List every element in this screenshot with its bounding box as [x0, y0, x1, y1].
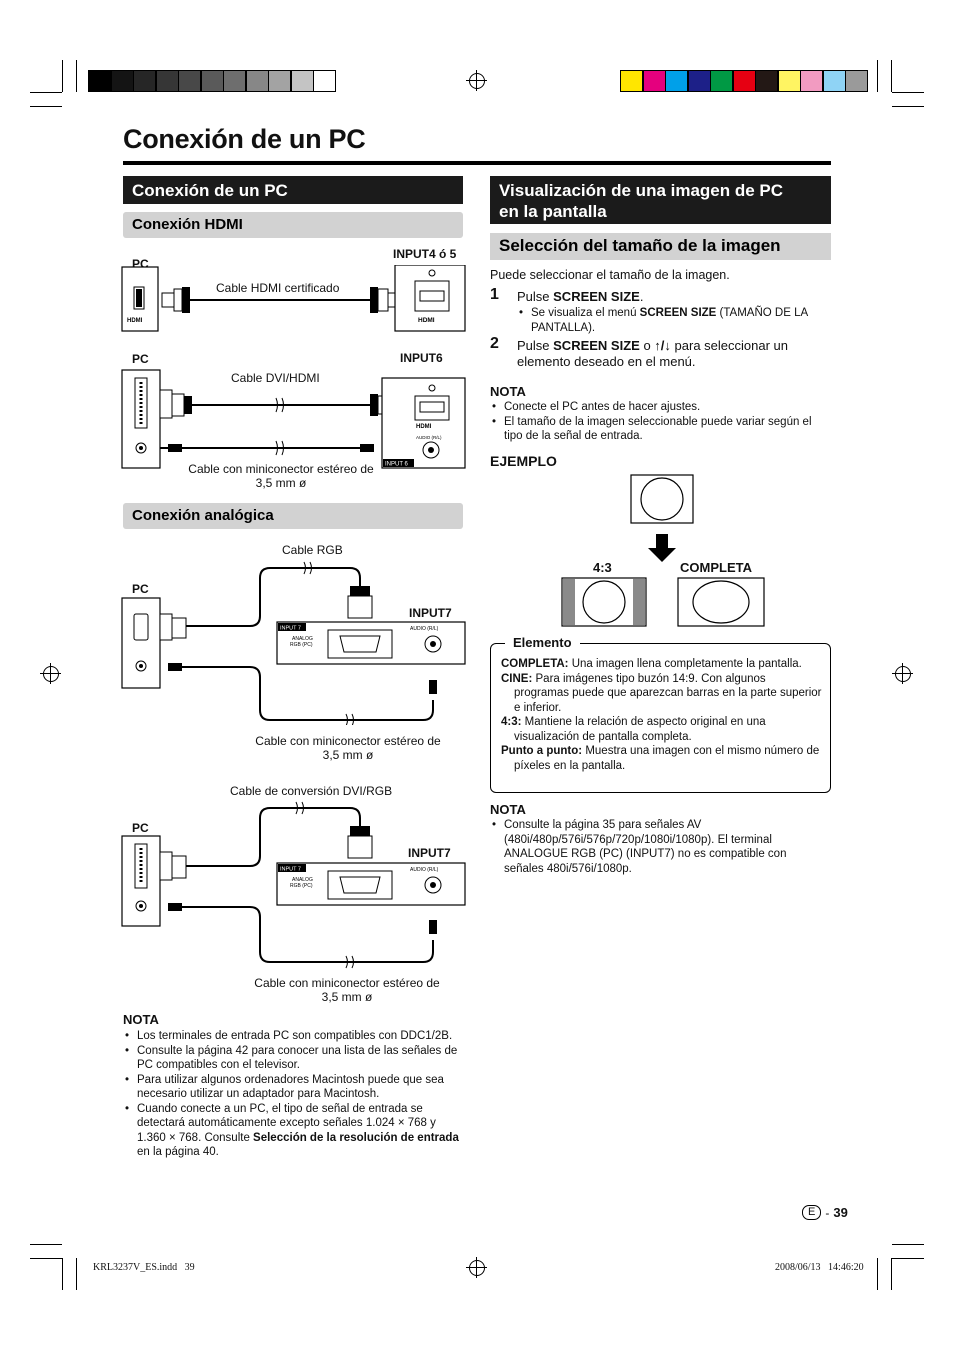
- dvi-rgb-connection-diagram: INPUT 7 ANALOG RGB (PC) AUDIO (R/L): [121, 801, 466, 969]
- pc-label: PC: [132, 582, 149, 596]
- note-title: NOTA: [123, 1012, 159, 1027]
- elemento-item: CINE: Para imágenes tipo buzón 14:9. Con…: [501, 672, 822, 714]
- color-swatch: [777, 70, 801, 92]
- note-item: Cuando conecte a un PC, el tipo de señal…: [123, 1102, 465, 1160]
- intro-text: Puede seleccionar el tamaño de la imagen…: [490, 268, 730, 282]
- note-item: Para utilizar algunos ordenadores Macint…: [123, 1073, 465, 1102]
- right-section-title: Visualización de una imagen de PC en la …: [490, 176, 831, 224]
- gray-swatch: [268, 70, 291, 92]
- note-item: El tamaño de la imagen seleccionable pue…: [490, 415, 832, 444]
- registration-mark-bottom-icon: [466, 1257, 487, 1278]
- screen-size-subsection-title: Selección del tamaño de la imagen: [490, 233, 831, 260]
- note-item: Consulte la página 35 para señales AV (4…: [490, 818, 820, 876]
- registration-mark-top-icon: [466, 70, 487, 91]
- color-swatch: [845, 70, 868, 92]
- footer-file: KRL3237V_ES.indd 39: [93, 1262, 195, 1273]
- cable-label: Cable con miniconector estéreo de 3,5 mm…: [188, 462, 374, 490]
- color-swatch: [755, 70, 778, 92]
- cable-label: Cable de conversión DVI/RGB: [230, 784, 393, 798]
- registration-mark-left-icon: [40, 663, 61, 684]
- gray-swatch: [200, 70, 224, 92]
- svg-text:ANALOG: ANALOG: [292, 877, 313, 883]
- page-title: Conexión de un PC: [123, 124, 366, 154]
- elemento-item: COMPLETA: Una imagen llena completamente…: [501, 658, 802, 670]
- step-2: 2 Pulse SCREEN SIZE o ↑/↓ para seleccion…: [490, 335, 788, 370]
- analog-subsection-title: Conexión analógica: [123, 503, 463, 529]
- pc-label: PC: [132, 352, 149, 366]
- gray-swatch: [133, 70, 156, 92]
- input-label: INPUT7: [408, 846, 451, 860]
- cable-label: Cable con miniconector estéreo de 3,5 mm…: [255, 734, 441, 762]
- svg-text:INPUT 7: INPUT 7: [280, 626, 301, 632]
- cable-label: Cable con miniconector estéreo de 3,5 mm…: [254, 976, 440, 1004]
- svg-text:RGB (PC): RGB (PC): [290, 883, 313, 889]
- dvi-hdmi-connection-diagram: HDMI AUDIO (R/L) INPUT 6: [121, 369, 466, 469]
- example-illustration: [561, 474, 765, 627]
- cable-label: Cable DVI/HDMI: [231, 371, 320, 385]
- svg-text:HDMI: HDMI: [416, 424, 432, 430]
- left-note: NOTA Los terminales de entrada PC son co…: [123, 1012, 465, 1160]
- note-item: Consulte la página 42 para conocer una l…: [123, 1044, 465, 1073]
- left-section-title: Conexión de un PC: [123, 176, 463, 204]
- svg-text:AUDIO (R/L): AUDIO (R/L): [410, 626, 439, 632]
- gray-swatch: [290, 70, 314, 92]
- color-swatch: [732, 70, 756, 92]
- svg-text:RGB (PC): RGB (PC): [290, 642, 313, 648]
- example-title: EJEMPLO: [490, 453, 557, 469]
- cable-label: Cable HDMI certificado: [216, 281, 340, 295]
- hdmi-subsection-title: Conexión HDMI: [123, 212, 463, 238]
- elemento-item: 4:3: Mantiene la relación de aspecto ori…: [501, 716, 766, 743]
- color-swatch: [642, 70, 666, 92]
- example-label-full: COMPLETA: [680, 560, 752, 575]
- gray-swatch: [245, 70, 269, 92]
- gray-swatch: [313, 70, 336, 92]
- gray-swatch: [155, 70, 179, 92]
- hdmi-logo-text: HDMI: [127, 318, 143, 324]
- color-swatch: [687, 70, 711, 92]
- example-label-43: 4:3: [593, 560, 612, 575]
- registration-mark-right-icon: [892, 663, 913, 684]
- gray-swatch: [178, 70, 201, 92]
- footer-timestamp: 2008/06/13 14:46:20: [775, 1262, 864, 1273]
- color-swatch: [822, 70, 846, 92]
- svg-text:ANALOG: ANALOG: [292, 636, 313, 642]
- elemento-item: Punto a punto: Muestra una imagen con el…: [501, 745, 820, 772]
- rgb-connection-diagram: INPUT 7 ANALOG RGB (PC) AUDIO (R/L): [121, 561, 466, 725]
- color-swatch: [710, 70, 733, 92]
- color-swatch: [800, 70, 823, 92]
- right-note-1: NOTA Conecte el PC antes de hacer ajuste…: [490, 384, 832, 444]
- input-label: INPUT6: [400, 351, 443, 365]
- note-item: Los terminales de entrada PC son compati…: [123, 1029, 465, 1044]
- svg-text:INPUT 6: INPUT 6: [385, 462, 409, 468]
- svg-text:AUDIO (R/L): AUDIO (R/L): [416, 435, 442, 440]
- step-1: 1 Pulse SCREEN SIZE. Se visualiza el men…: [490, 287, 832, 335]
- gray-swatch: [88, 70, 111, 92]
- up-down-arrow-icon: ↑/↓: [654, 338, 671, 353]
- note-item: Conecte el PC antes de hacer ajustes.: [490, 400, 832, 415]
- pc-label: PC: [132, 821, 149, 835]
- gray-swatch: [223, 70, 246, 92]
- elemento-box: Elemento COMPLETA: Una imagen llena comp…: [490, 635, 831, 793]
- input-label: INPUT7: [409, 606, 452, 620]
- input-label: INPUT4 ó 5: [393, 247, 457, 261]
- elemento-title: Elemento: [505, 635, 580, 650]
- color-swatch: [665, 70, 688, 92]
- right-note-2: NOTA Consulte la página 35 para señales …: [490, 802, 820, 876]
- language-badge: E: [802, 1205, 822, 1220]
- svg-text:HDMI: HDMI: [418, 317, 435, 324]
- gray-swatch: [110, 70, 134, 92]
- color-swatch: [620, 70, 643, 92]
- svg-text:AUDIO (R/L): AUDIO (R/L): [410, 867, 439, 873]
- page-number: E - 39: [802, 1205, 848, 1220]
- hdmi-connection-diagram: HDMI HDMI: [121, 265, 466, 332]
- svg-text:INPUT 7: INPUT 7: [280, 867, 301, 873]
- cable-label: Cable RGB: [282, 543, 343, 557]
- title-rule: [123, 161, 831, 165]
